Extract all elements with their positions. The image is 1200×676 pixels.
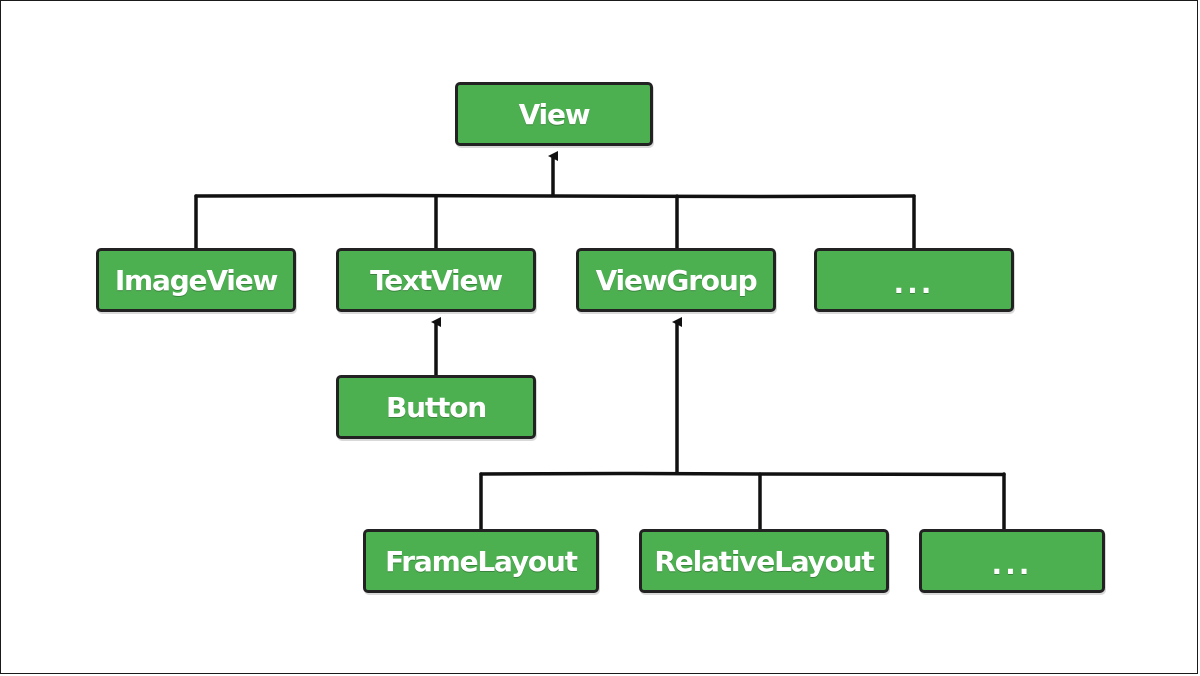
node-imageview: ImageView bbox=[96, 248, 296, 312]
node-relativelayout: RelativeLayout bbox=[639, 529, 889, 593]
node-view: View bbox=[455, 82, 653, 146]
viewgroup-bus bbox=[479, 471, 1006, 477]
node-textview: TextView bbox=[336, 248, 536, 312]
view-bus bbox=[194, 193, 916, 199]
node-more-views: ... bbox=[814, 248, 1014, 312]
node-button: Button bbox=[336, 375, 536, 439]
node-viewgroup: ViewGroup bbox=[576, 248, 776, 312]
node-more-layouts: ... bbox=[919, 529, 1105, 593]
node-framelayout: FrameLayout bbox=[363, 529, 599, 593]
